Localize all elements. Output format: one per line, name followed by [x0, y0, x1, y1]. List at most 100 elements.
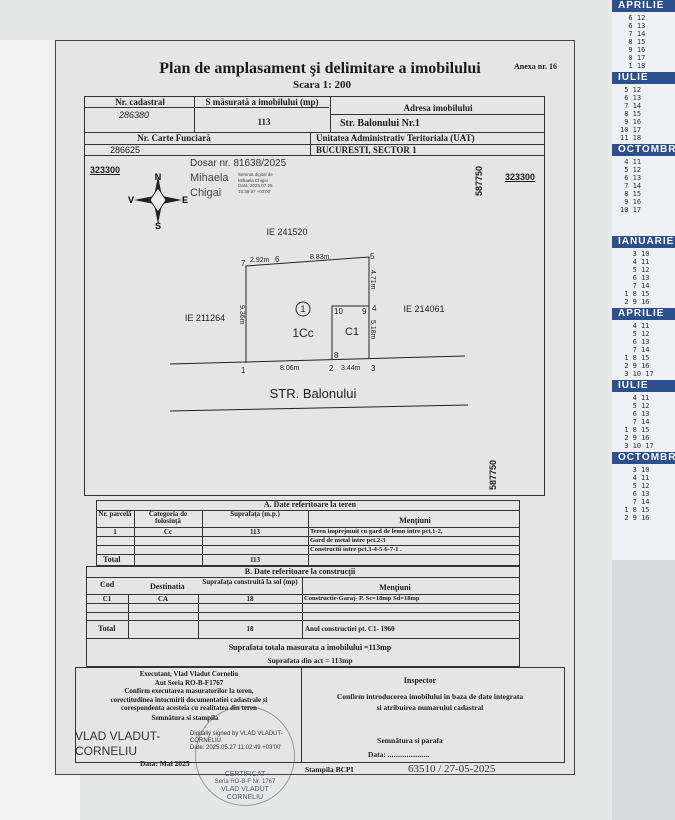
signer-name: Mihaela: [190, 172, 229, 184]
calendar-month: IANUARIE: [612, 236, 675, 248]
inspector-date: Data: ......................: [368, 750, 430, 759]
digital-signer-surname: CORNELIU: [75, 744, 138, 758]
point-6: 6: [275, 255, 280, 264]
section-b-table: [86, 566, 520, 639]
cell-categoria: Cc: [163, 528, 173, 536]
compass-s: S: [155, 221, 161, 230]
executant-line: corespondenta acesteia cu realitatea din…: [121, 704, 257, 712]
adresa-label: Adresa imobilului: [403, 103, 473, 113]
total-label: Total: [98, 624, 116, 633]
calendar-days: 5 12 6 13 7 14 8 15 9 16 10 17 11 18: [620, 86, 642, 142]
col-suprafata-construita: Suprafaţa construită la sol (mp): [202, 578, 298, 586]
info-table: [84, 96, 545, 156]
page-title: Plan de amplasament şi delimitare a imob…: [159, 60, 481, 77]
street-edge-line: [169, 355, 466, 365]
compass-rose-icon: N S E V: [128, 172, 188, 230]
annex-label: Anexa nr. 16: [514, 62, 558, 71]
digital-signer-name: VLAD VLADUT-: [75, 729, 161, 743]
calendar-days: 4 11 5 12 6 13 7 14 8 15 9 16 10 17: [620, 158, 642, 214]
point-1: 1: [241, 366, 246, 375]
point-5: 5: [370, 252, 375, 261]
cell-parcela: 1: [113, 528, 117, 536]
digital-signature-text: Digitally signed by VLAD VLADUT- CORNELI…: [190, 731, 283, 752]
distance-1-2: 8.06m: [280, 365, 300, 372]
total-value: 113: [249, 556, 261, 564]
point-3: 3: [371, 364, 376, 373]
section-a-title: A. Date referitoare la teren: [263, 500, 357, 509]
point-8: 8: [334, 351, 339, 360]
neighbor-east: IE 214061: [403, 304, 444, 314]
registration-number: 63510 / 27-05-2025: [408, 763, 496, 775]
calendar-days: 6 12 6 13 7 14 8 15 9 16 0 17 1 18: [628, 14, 646, 70]
stamp-text: CORNELIU: [226, 794, 264, 801]
calendar-days: 3 10 4 11 5 12 6 13 7 14 1 8 15 2 9 16: [624, 250, 650, 306]
compass-w: V: [128, 195, 134, 205]
distance-4-3: 5.18m: [369, 320, 376, 340]
total-label: Total: [103, 555, 121, 564]
parcel-drawing: IE 241520 IE 211264 IE 214061 STR. Balon…: [169, 227, 469, 412]
calendar-month: OCTOMBRIE: [612, 452, 675, 464]
signature-area: [75, 667, 565, 763]
mention-line: Teren imprejmuit cu gard de lemn intre p…: [310, 528, 443, 535]
plan-frame: [84, 156, 545, 496]
street-name: STR. Balonului: [270, 386, 357, 401]
building-c1-outline: [331, 305, 369, 360]
point-4: 4: [372, 304, 377, 313]
sig-line: Semnat digital de: [238, 172, 273, 177]
total-value: 18: [246, 625, 254, 633]
totals-box: [86, 639, 520, 667]
uat-value: BUCURESTI, SECTOR 1: [316, 145, 417, 155]
stamp-label: Stampila BCPI: [305, 765, 354, 774]
point-10: 10: [334, 307, 343, 316]
coord-right: 323300: [505, 172, 536, 182]
executant-line: corectitudinea intocmirii documentatiei …: [110, 695, 268, 704]
distance-6-5: 8.83m: [310, 254, 330, 261]
mention-line: Gard de metal intre pct.2-3: [310, 537, 386, 544]
calendar-month: IULIE: [612, 380, 675, 392]
scale-label: Scara 1: 200: [292, 79, 352, 91]
building-label: C1: [345, 326, 359, 338]
compass-e: E: [182, 195, 188, 205]
cadastral-plan-document: [55, 40, 575, 775]
cell-suprafata: 113: [249, 528, 261, 536]
coord-left: 323300: [90, 165, 121, 175]
executant-line: Confirm executarea masuratorilor la tere…: [124, 687, 254, 695]
street-far-line: [169, 404, 469, 412]
sig-line: 15:39:57 +03'00': [238, 188, 272, 194]
point-9: 9: [362, 307, 367, 316]
neighbor-west: IE 211264: [185, 313, 225, 323]
cell-mentiuni: Constructie-Garaj- P. Sc=18mp Sd=18mp: [304, 595, 420, 602]
suprafata-label: S măsurată a imobilului (mp): [205, 97, 319, 107]
mention-line: Constructii intre pct.3-4-5-6-7-1 .: [310, 546, 402, 553]
point-7: 7: [241, 259, 246, 268]
col-mentiuni: Menţiuni: [399, 516, 431, 525]
stamp-text: CERTIFICAT: [224, 771, 266, 778]
digital-signature-block: Semnat digital de Mihaela Chigai Data: 2…: [238, 172, 273, 194]
calendar-days: 3 10 4 11 5 12 6 13 7 14 1 8 15 2 9 16: [624, 466, 650, 522]
wall-calendar: APRILIE 6 12 6 13 7 14 8 15 9 16 0 17 1 …: [612, 0, 675, 560]
calendar-month: OCTOMBRIE: [612, 144, 675, 156]
compass-n: N: [155, 172, 162, 182]
distance-7-1: 9.36m: [238, 305, 245, 325]
sig-line: Mihaela Chigai: [238, 177, 268, 183]
uat-label: Unitatea Administrativ Teritoriala (UAT): [316, 133, 475, 143]
parcel-label: 1Cc: [292, 326, 313, 340]
calendar-month: APRILIE: [612, 308, 675, 320]
parcel-boundary: [245, 256, 370, 363]
sig-line: Digitally signed by VLAD VLADUT-: [190, 731, 283, 737]
calendar-days: 4 11 5 12 6 13 7 14 1 8 15 2 9 16 3 10 1…: [624, 322, 654, 378]
adresa-value: Str. Balonului Nr.1: [340, 118, 420, 129]
suprafata-value: 113: [257, 117, 271, 127]
nr-cadastral-label: Nr. cadastral: [115, 97, 165, 107]
inspector-signature-label: Semnătura si parafa: [377, 736, 443, 745]
inspector-line: si atribuirea numarului cadastral: [376, 703, 484, 712]
cell-suprafata: 18: [246, 595, 254, 603]
carte-funciara-value: 286625: [110, 145, 141, 155]
distance-2-3: 3.44m: [341, 365, 361, 372]
sig-line: Date: 2025.05.27 11:02:49 +03'00': [190, 745, 282, 751]
total-area-act: Suprafata din act = 113mp: [267, 656, 353, 665]
section-b-title: B. Date referitoare la construcţii: [244, 567, 356, 576]
cell-destinatia: CA: [157, 595, 169, 603]
nr-cadastral-value: 286380: [118, 110, 150, 120]
cell-cod: C1: [102, 595, 112, 603]
